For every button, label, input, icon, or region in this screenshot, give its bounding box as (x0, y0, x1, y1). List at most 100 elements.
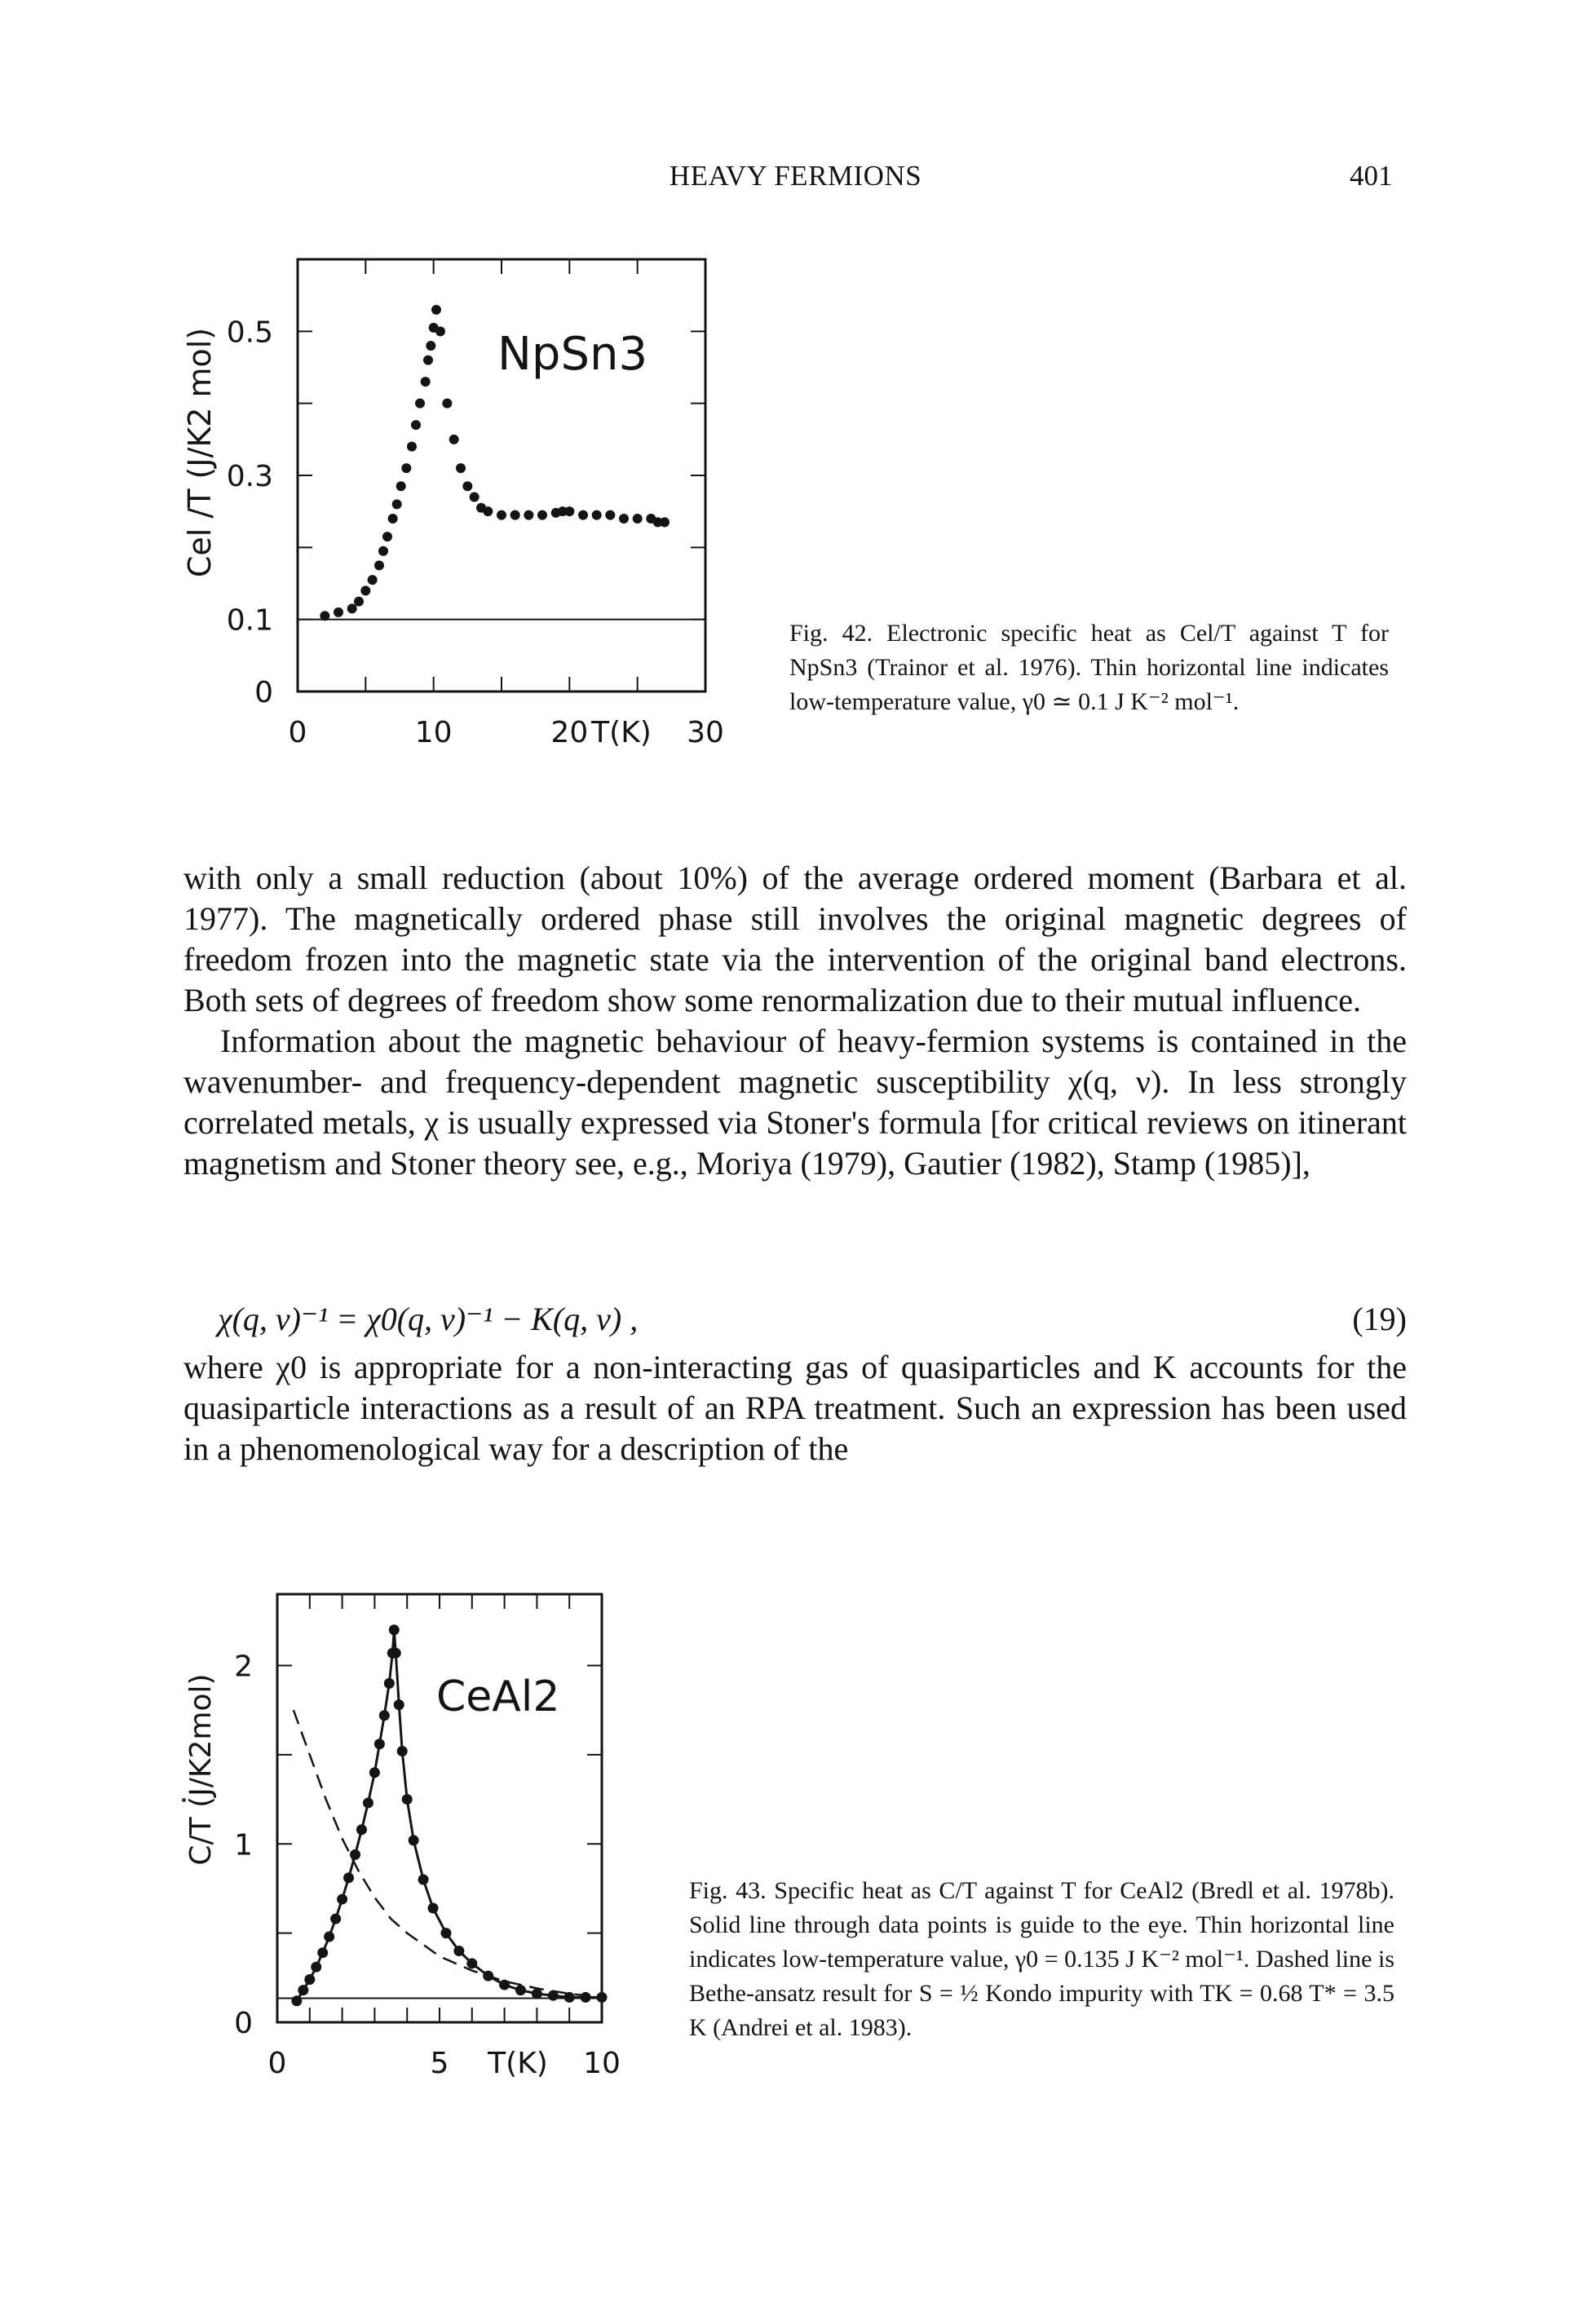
fig42-y-tick-label: 0 (254, 676, 273, 709)
fig43-y-axis-label: C/T (J/K2mol) (184, 1673, 218, 1865)
fig42-data-point (360, 585, 371, 596)
fig43-data-point (324, 1931, 335, 1942)
fig43-data-point (291, 1995, 303, 2007)
fig42-y-tick-label: 0.1 (227, 604, 273, 638)
fig42-data-point (415, 398, 425, 409)
fig42-data-point (420, 377, 431, 387)
fig42-data-point (591, 510, 602, 520)
fig43-data-point (343, 1872, 355, 1884)
fig42-data-point (483, 506, 493, 517)
body-text-upper: with only a small reduction (about 10%) … (183, 858, 1407, 1184)
fig42-x-tick-label: 20 (550, 716, 588, 749)
fig42-data-point (537, 510, 547, 520)
fig43-data-point (563, 1991, 575, 2003)
fig42-y-tick-labels: 00.10.30.5 (227, 316, 273, 709)
fig42-data-point (378, 546, 388, 556)
fig42-data-point (423, 355, 433, 365)
fig43-bethe-ansatz-dashed-line (292, 1709, 603, 1999)
fig42-data-point (374, 560, 384, 571)
fig42-data-point (431, 304, 441, 315)
paragraph-1: with only a small reduction (about 10%) … (183, 859, 1407, 1018)
fig42-data-point (411, 420, 421, 431)
fig42-data-point (632, 514, 643, 524)
fig43-x-tick-label: 5 (431, 2047, 449, 2080)
fig43-x-axis-label: T(K) (487, 2047, 548, 2080)
fig42-data-points (320, 304, 670, 621)
fig43-plot-area (276, 1593, 603, 2024)
fig43-y-tick-labels: 012 (234, 1650, 253, 2041)
fig42-data-point (605, 510, 616, 520)
fig42-data-point (652, 517, 663, 528)
fig42-data-point (456, 463, 466, 474)
fig42-x-tick-label: 30 (687, 716, 724, 749)
fig42-y-tick-label: 0.3 (227, 460, 273, 493)
fig42-data-point (510, 510, 520, 520)
fig42-data-point (320, 611, 330, 621)
fig43-x-tick-labels: 0 5 10 T(K) (268, 2047, 621, 2080)
fig43-data-point (304, 1974, 316, 1985)
fig43-in-plot-label: CeAl2 (436, 1672, 559, 1721)
fig42-data-point (497, 510, 506, 520)
fig43-data-point (453, 1946, 465, 1956)
fig43-data-point (390, 1647, 401, 1659)
fig43-data-point (466, 1958, 478, 1969)
fig43-data-point (580, 1991, 591, 2003)
fig42-data-point (391, 499, 402, 510)
fig42-y-axis-label: Cel /T (J/K2 mol) (182, 328, 218, 577)
running-title: HEAVY FERMIONS (669, 160, 922, 192)
fig43-data-point (531, 1988, 542, 1999)
fig43-x-tick-label: 10 (583, 2047, 621, 2080)
body-text-lower: where χ0 is appropriate for a non-intera… (183, 1347, 1407, 1469)
fig43-data-point (388, 1624, 400, 1636)
fig43-data-point (350, 1849, 361, 1860)
fig43-data-point (317, 1947, 329, 1959)
fig43-data-point (373, 1739, 385, 1750)
equation-formula: χ(q, ν)⁻¹ = χ0(q, ν)⁻¹ − K(q, ν) , (218, 1301, 639, 1337)
fig43-data-point (356, 1824, 367, 1836)
fig42-data-point (524, 510, 534, 520)
fig42-data-point (578, 510, 588, 520)
fig42-data-point (334, 607, 343, 617)
fig43-data-point (547, 1990, 559, 2001)
fig43-data-points (291, 1624, 608, 2007)
fig42-data-point (387, 514, 398, 524)
fig42-data-point (401, 463, 412, 474)
fig43-x-tick-label: 0 (268, 2047, 287, 2080)
figure-42-caption: Fig. 42. Electronic specific heat as Cel… (789, 620, 1389, 715)
fig42-data-point (354, 596, 364, 607)
fig43-data-point (440, 1928, 452, 1939)
fig43-y-tick-label: 1 (234, 1828, 253, 1862)
fig42-data-point (442, 398, 453, 409)
fig43-data-point (393, 1699, 404, 1711)
fig43-data-point (418, 1874, 429, 1885)
fig42-data-point (367, 575, 378, 585)
paragraph-3: where χ0 is appropriate for a non-intera… (183, 1349, 1407, 1467)
fig43-data-point (298, 1985, 309, 1996)
fig43-data-point (408, 1835, 419, 1846)
fig42-data-point (619, 514, 629, 524)
fig43-data-point (396, 1746, 408, 1756)
fig43-data-point (378, 1710, 390, 1721)
figure-43-caption: Fig. 43. Specific heat as C/T against T … (689, 1877, 1394, 2041)
fig42-data-point (469, 492, 480, 502)
fig43-data-point (383, 1677, 395, 1689)
fig43-data-point (362, 1797, 373, 1809)
fig43-data-point (369, 1767, 380, 1778)
fig43-data-point (401, 1794, 413, 1805)
fig42-x-axis-label: T(K) (590, 716, 652, 749)
fig43-data-point (596, 1991, 608, 2003)
fig43-axis-ticks (277, 1594, 602, 2022)
fig42-x-tick-label: 0 (289, 716, 307, 749)
page-number: 401 (1350, 160, 1393, 192)
fig42-data-point (558, 506, 568, 517)
fig43-data-point (330, 1913, 342, 1924)
fig43-data-point (483, 1970, 494, 1982)
fig42-data-point (449, 434, 459, 444)
fig43-data-point (427, 1902, 439, 1914)
fig42-data-point (435, 326, 445, 337)
fig43-data-point (515, 1985, 526, 1996)
fig42-data-point (462, 481, 473, 492)
